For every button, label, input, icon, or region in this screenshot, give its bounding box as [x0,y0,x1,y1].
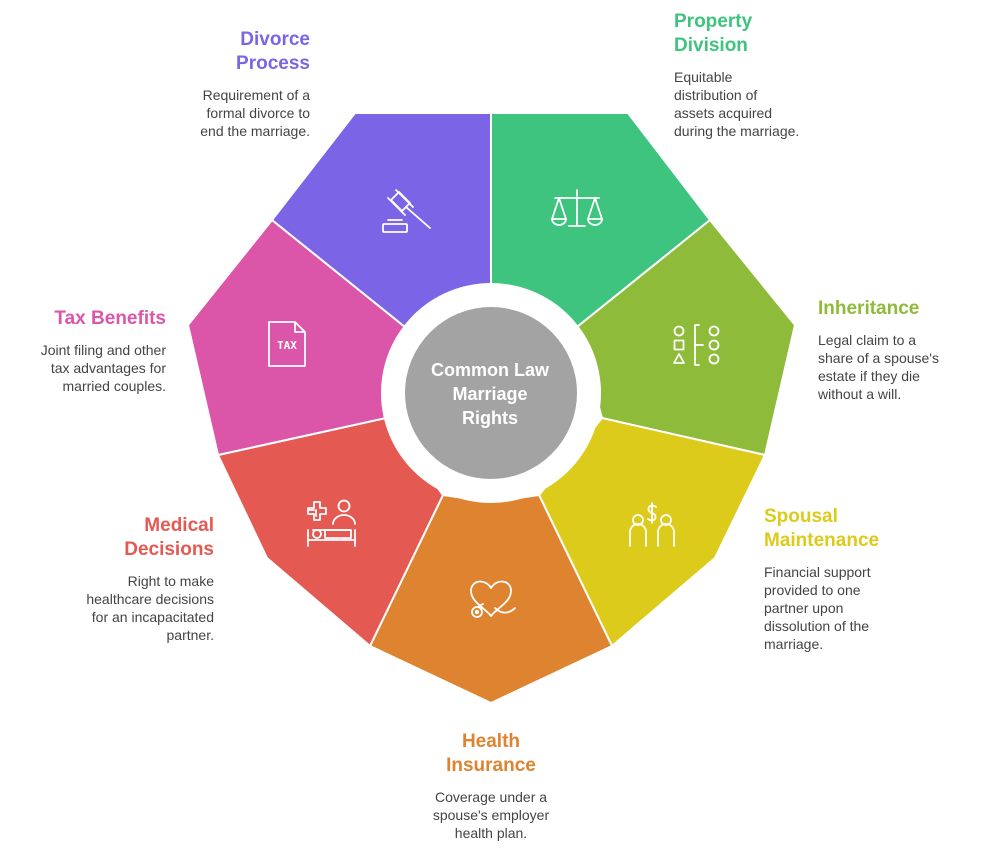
label-inheritance: Inheritance Legal claim to a share of a … [818,297,988,403]
label-health-insurance: Health Insurance Coverage under a spouse… [391,730,591,842]
property-desc-line-1: Equitable [674,69,733,85]
property-title: Property Division [674,10,894,58]
tax-icon-text: TAX [277,339,297,352]
center-title-line-3: Rights [462,408,518,428]
spousal-description: Financial support provided to one partne… [764,563,964,653]
health-description: Coverage under a spouse's employer healt… [391,788,591,842]
health-title: Health Insurance [391,730,591,778]
scales-icon [551,189,603,227]
medical-desc-line-4: partner. [166,627,214,643]
medical-desc-line-2: healthcare decisions [86,591,214,607]
health-desc-line-2: spouse's employer [432,807,550,823]
property-desc-line-3: assets acquired [674,105,773,121]
medical-desc-line-3: for an incapacitated [91,609,214,625]
medical-description: Right to make healthcare decisions for a… [14,572,214,644]
label-spousal-maintenance: Spousal Maintenance Financial support pr… [764,505,964,653]
property-desc-line-2: distribution of [674,87,758,103]
label-medical-decisions: Medical Decisions Right to make healthca… [14,514,214,644]
label-property-division: Property Division Equitable distribution… [674,10,894,140]
health-desc-line-3: health plan. [454,825,528,841]
hierarchy-icon [673,324,720,366]
spousal-desc-line-5: marriage. [764,636,824,652]
health-title-line-2: Insurance [446,755,536,776]
tax-desc-line-3: married couples. [62,378,167,394]
inheritance-desc-line-3: estate if they die [818,368,920,384]
heart-stethoscope-icon [470,580,516,618]
divorce-description: Requirement of a formal divorce to end t… [110,86,310,140]
divorce-desc-line-1: Requirement of a [202,87,310,103]
medical-title-line-2: Decisions [124,539,214,560]
property-desc-line-4: during the marriage. [674,123,800,139]
segment-divorce-process [270,112,492,329]
spousal-desc-line-1: Financial support [764,564,871,580]
label-tax-benefits: Tax Benefits Joint filing and other tax … [6,307,166,395]
center-title-line-2: Marriage [452,384,527,404]
tax-title: Tax Benefits [6,307,166,331]
property-description: Equitable distribution of assets acquire… [674,68,894,140]
people-money-icon [629,502,675,547]
health-desc-line-1: Coverage under a [434,789,548,805]
divorce-desc-line-2: formal divorce to [206,105,310,121]
property-title-line-1: Property [674,11,753,32]
inheritance-title: Inheritance [818,297,988,321]
health-title-line-1: Health [461,731,521,752]
spousal-title: Spousal Maintenance [764,505,964,553]
tax-title-line-1: Tax Benefits [54,308,166,329]
tax-desc-line-1: Joint filing and other [40,342,166,358]
medical-desc-line-1: Right to make [127,573,214,589]
center-title-line-1: Common Law [431,360,550,380]
inheritance-desc-line-1: Legal claim to a [818,332,917,348]
tax-document-icon [268,321,306,367]
divorce-desc-line-3: end the marriage. [200,123,310,139]
patient-bed-icon [307,499,356,547]
inheritance-description: Legal claim to a share of a spouse's est… [818,331,988,403]
medical-title: Medical Decisions [14,514,214,562]
property-title-line-2: Division [674,35,748,56]
tax-desc-line-2: tax advantages for [50,360,166,376]
inheritance-desc-line-2: share of a spouse's [818,350,939,366]
spousal-desc-line-3: partner upon [764,600,844,616]
medical-title-line-1: Medical [144,515,214,536]
label-divorce-process: Divorce Process Requirement of a formal … [110,28,310,140]
spousal-desc-line-4: dissolution of the [764,618,870,634]
spousal-title-line-2: Maintenance [764,530,880,551]
divorce-title: Divorce Process [110,28,310,76]
center-circle [405,307,577,479]
inheritance-title-line-1: Inheritance [818,298,920,319]
spousal-desc-line-2: provided to one [764,582,861,598]
gavel-icon [382,189,431,233]
divorce-title-line-1: Divorce [240,29,310,50]
divorce-title-line-2: Process [236,53,310,74]
spousal-title-line-1: Spousal [764,506,838,527]
inheritance-desc-line-4: without a will. [818,386,902,402]
tax-description: Joint filing and other tax advantages fo… [6,341,166,395]
